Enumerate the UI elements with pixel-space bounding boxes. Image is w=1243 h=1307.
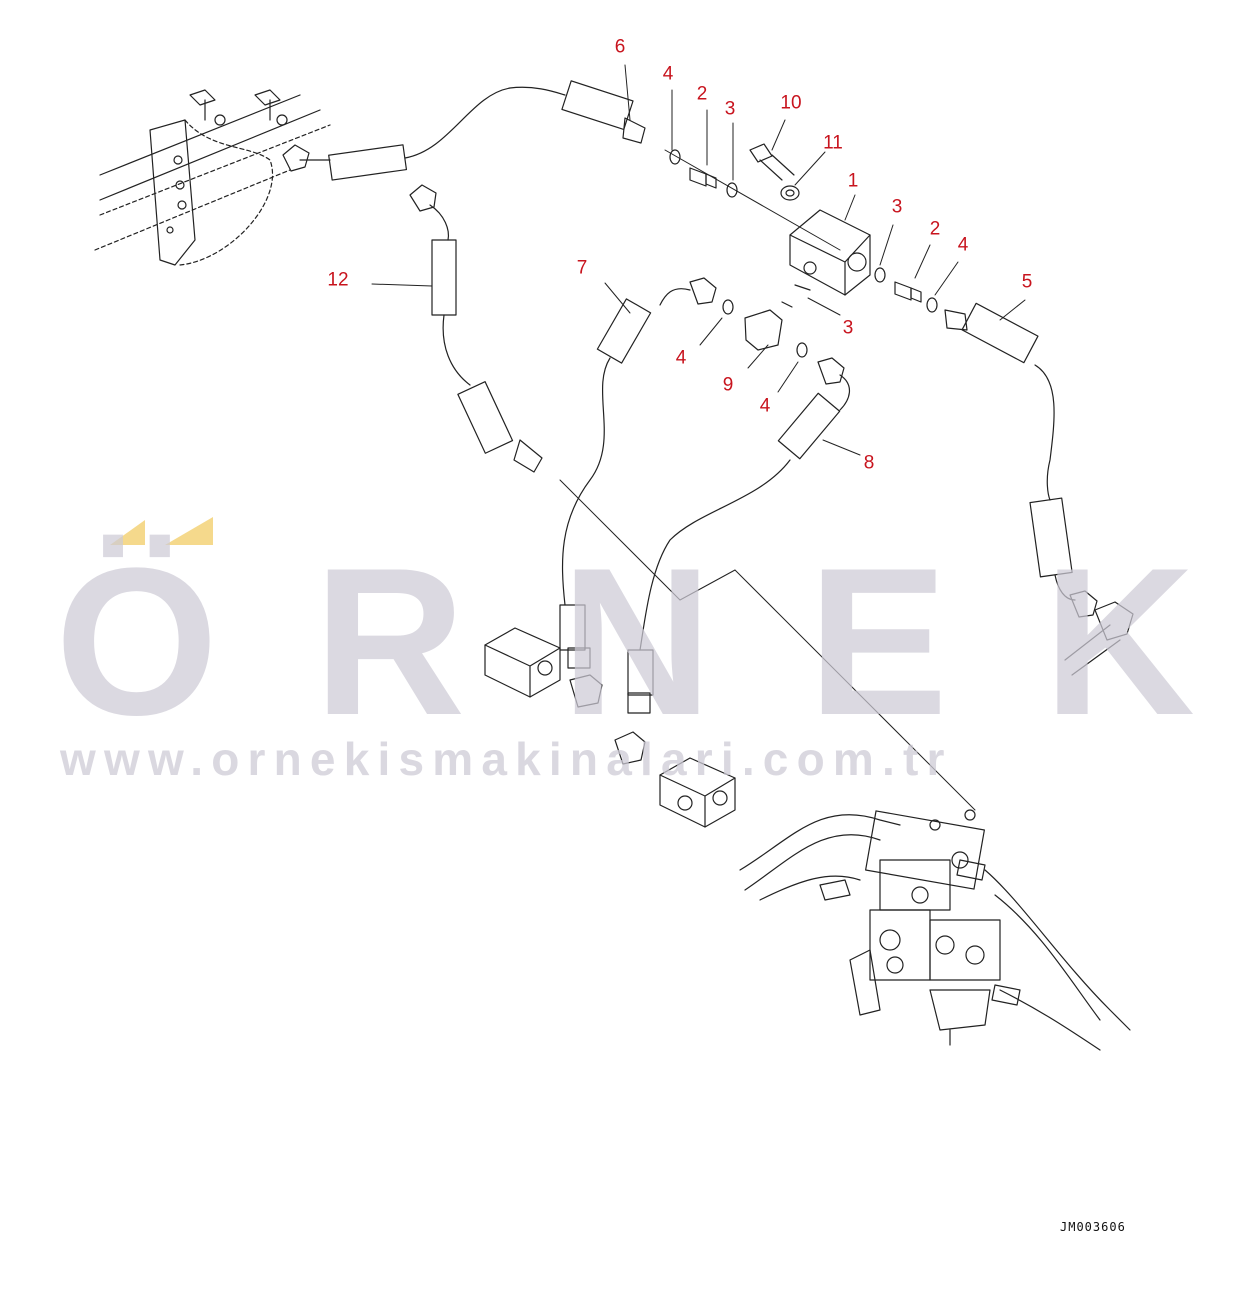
hose-6 [282,80,646,181]
callout-12: 12 [327,269,349,291]
callout-2: 2 [696,83,708,105]
hose-12 [409,184,543,473]
hose-7 [559,277,717,669]
hose-8 [627,357,850,714]
watermark-accents [110,517,213,545]
callout-10: 10 [780,92,802,114]
callout-3: 3 [724,98,736,120]
callout-1: 1 [847,170,859,192]
valve-block [789,209,871,296]
callout-9: 9 [722,374,734,396]
callout-11: 11 [823,132,843,154]
drawing-code: JM003606 [1060,1220,1126,1234]
callout-2b: 2 [929,218,941,240]
callout-3c: 3 [842,317,854,339]
callout-7: 7 [576,257,588,279]
left-frame-bracket [94,89,331,266]
callout-4c: 4 [675,347,687,369]
callout-5: 5 [1021,271,1033,293]
callout-4b: 4 [957,234,969,256]
callout-4: 4 [662,63,674,85]
right-stub [1064,601,1134,676]
callout-6: 6 [614,36,626,58]
callout-8: 8 [863,452,875,474]
control-valve-assembly [739,809,1131,1051]
lower-blocks [484,627,736,828]
leader-lines [371,64,1026,811]
callout-3b: 3 [891,196,903,218]
hose-5 [944,302,1098,618]
callout-4d: 4 [759,395,771,417]
